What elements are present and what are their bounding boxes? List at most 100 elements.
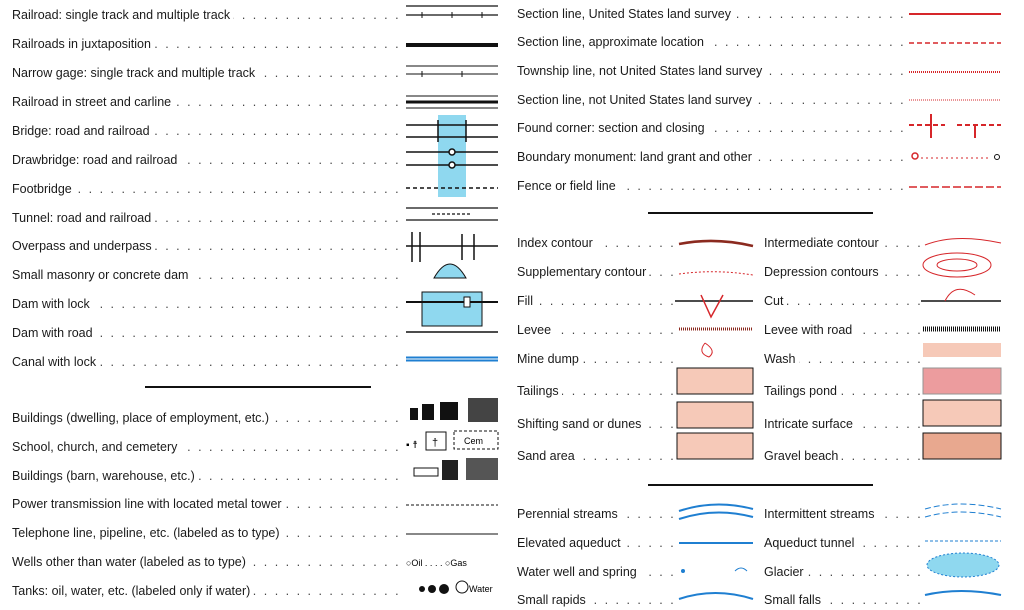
- legend-row: . . . . . . . . . . . . . . . . . . . . …: [517, 504, 677, 524]
- legend-label: Fill: [517, 294, 536, 308]
- legend-label: Small falls: [764, 593, 824, 607]
- legend-label: Wash: [764, 352, 799, 366]
- legend-row: . . . . . . . . . . . . . . . . . . . . …: [517, 118, 905, 138]
- svg-text:▪ ☨: ▪ ☨: [406, 440, 418, 451]
- legend-label: Sand area: [517, 449, 578, 463]
- svg-text:○Oil . . . . ○Gas: ○Oil . . . . ○Gas: [406, 558, 467, 568]
- legend-row: . . . . . . . . . . . . . . . . . . . . …: [764, 291, 922, 311]
- legend-label: Water well and spring: [517, 565, 640, 579]
- divider-right-top: [648, 212, 873, 214]
- legend-row: . . . . . . . . . . . . . . . . . . . . …: [12, 63, 404, 83]
- legend-row: . . . . . . . . . . . . . . . . . . . . …: [12, 323, 404, 343]
- legend-row: . . . . . . . . . . . . . . . . . . . . …: [517, 4, 905, 24]
- legend-label: Overpass and underpass: [12, 239, 155, 253]
- legend-row: . . . . . . . . . . . . . . . . . . . . …: [517, 590, 677, 610]
- legend-label: Section line, United States land survey: [517, 7, 735, 21]
- legend-row: . . . . . . . . . . . . . . . . . . . . …: [12, 437, 404, 457]
- legend-row: . . . . . . . . . . . . . . . . . . . . …: [12, 523, 404, 543]
- legend-label: Tailings pond: [764, 384, 840, 398]
- legend-row: . . . . . . . . . . . . . . . . . . . . …: [517, 176, 905, 196]
- legend-row: . . . . . . . . . . . . . . . . . . . . …: [12, 466, 404, 486]
- legend-label: Railroads in juxtaposition: [12, 37, 154, 51]
- legend-row: . . . . . . . . . . . . . . . . . . . . …: [517, 381, 677, 401]
- leader-dots: . . . . . . . . . . . . . . . . . . . . …: [517, 294, 677, 308]
- legend-label: Canal with lock: [12, 355, 100, 369]
- legend-row: . . . . . . . . . . . . . . . . . . . . …: [764, 233, 922, 253]
- legend-label: Drawbridge: road and railroad: [12, 153, 181, 167]
- legend-label: Section line, not United States land sur…: [517, 93, 755, 107]
- divider-left: [145, 386, 371, 388]
- legend-row: . . . . . . . . . . . . . . . . . . . . …: [517, 262, 677, 282]
- legend-row: . . . . . . . . . . . . . . . . . . . . …: [517, 90, 905, 110]
- legend-label: Telephone line, pipeline, etc. (labeled …: [12, 526, 283, 540]
- legend-label: Railroad: single track and multiple trac…: [12, 8, 234, 22]
- legend-label: Buildings (barn, warehouse, etc.): [12, 469, 198, 483]
- legend-label: Index contour: [517, 236, 596, 250]
- legend-label: Power transmission line with located met…: [12, 497, 285, 511]
- legend-row: . . . . . . . . . . . . . . . . . . . . …: [12, 265, 404, 285]
- leader-dots: . . . . . . . . . . . . . . . . . . . . …: [12, 326, 404, 340]
- legend-row: . . . . . . . . . . . . . . . . . . . . …: [764, 381, 922, 401]
- legend-label: Tanks: oil, water, etc. (labeled only if…: [12, 584, 254, 598]
- legend-label: Tunnel: road and railroad: [12, 211, 155, 225]
- legend-row: . . . . . . . . . . . . . . . . . . . . …: [12, 179, 404, 199]
- legend-label: School, church, and cemetery: [12, 440, 181, 454]
- legend-row: . . . . . . . . . . . . . . . . . . . . …: [517, 562, 677, 582]
- legend-row: . . . . . . . . . . . . . . . . . . . . …: [12, 34, 404, 54]
- water-symbols: [678, 503, 1002, 600]
- legend-label: Tailings: [517, 384, 562, 398]
- legend-label: Shifting sand or dunes: [517, 417, 645, 431]
- legend-row: . . . . . . . . . . . . . . . . . . . . …: [517, 147, 905, 167]
- legend-row: . . . . . . . . . . . . . . . . . . . . …: [12, 5, 404, 25]
- legend-label: Found corner: section and closing: [517, 121, 708, 135]
- legend-row: . . . . . . . . . . . . . . . . . . . . …: [517, 61, 905, 81]
- legend-row: . . . . . . . . . . . . . . . . . . . . …: [517, 32, 905, 52]
- svg-text:Water: Water: [469, 584, 493, 594]
- legend-row: . . . . . . . . . . . . . . . . . . . . …: [12, 208, 404, 228]
- legend-label: Fence or field line: [517, 179, 619, 193]
- legend-label: Small rapids: [517, 593, 589, 607]
- legend-label: Perennial streams: [517, 507, 621, 521]
- legend-row: . . . . . . . . . . . . . . . . . . . . …: [517, 414, 677, 434]
- legend-label: Footbridge: [12, 182, 75, 196]
- legend-label: Intermediate contour: [764, 236, 882, 250]
- legend-label: Levee with road: [764, 323, 856, 337]
- legend-row: . . . . . . . . . . . . . . . . . . . . …: [764, 533, 922, 553]
- legend-label: Supplementary contour: [517, 265, 650, 279]
- left-symbols: ▪ ☨ † Cem ○Oil . . . . ○Gas Water: [406, 5, 499, 594]
- railroad-street-symbol: [406, 95, 498, 109]
- svg-text:†: †: [432, 437, 438, 449]
- legend-label: Buildings (dwelling, place of employment…: [12, 411, 273, 425]
- legend-row: . . . . . . . . . . . . . . . . . . . . …: [764, 320, 922, 340]
- legend-label: Bridge: road and railroad: [12, 124, 153, 138]
- legend-row: . . . . . . . . . . . . . . . . . . . . …: [517, 233, 677, 253]
- legend-label: Section line, approximate location: [517, 35, 707, 49]
- legend-row: . . . . . . . . . . . . . . . . . . . . …: [517, 446, 677, 466]
- legend-label: Intricate surface: [764, 417, 856, 431]
- leader-dots: . . . . . . . . . . . . . . . . . . . . …: [12, 355, 404, 369]
- legend-row: . . . . . . . . . . . . . . . . . . . . …: [12, 352, 404, 372]
- legend-row: . . . . . . . . . . . . . . . . . . . . …: [12, 92, 404, 112]
- legend-row: . . . . . . . . . . . . . . . . . . . . …: [12, 408, 404, 428]
- dam-symbol: [433, 263, 467, 279]
- right-top-symbols: [909, 13, 1001, 188]
- legend-row: . . . . . . . . . . . . . . . . . . . . …: [517, 291, 677, 311]
- legend-label: Depression contours: [764, 265, 882, 279]
- leader-dots: . . . . . . . . . . . . . . . . . . . . …: [12, 182, 404, 196]
- leader-dots: . . . . . . . . . . . . . . . . . . . . …: [517, 323, 677, 337]
- legend-label: Aqueduct tunnel: [764, 536, 858, 550]
- legend-row: . . . . . . . . . . . . . . . . . . . . …: [764, 414, 922, 434]
- legend-label: Dam with road: [12, 326, 96, 340]
- legend-row: . . . . . . . . . . . . . . . . . . . . …: [12, 294, 404, 314]
- leader-dots: . . . . . . . . . . . . . . . . . . . . …: [764, 352, 922, 366]
- narrow-gage-symbol: [406, 65, 498, 77]
- legend-row: . . . . . . . . . . . . . . . . . . . . …: [764, 562, 922, 582]
- legend-label: Railroad in street and carline: [12, 95, 175, 109]
- legend-row: . . . . . . . . . . . . . . . . . . . . …: [764, 262, 922, 282]
- leader-dots: . . . . . . . . . . . . . . . . . . . . …: [12, 297, 404, 311]
- legend-row: . . . . . . . . . . . . . . . . . . . . …: [517, 349, 677, 369]
- legend-label: Levee: [517, 323, 555, 337]
- legend-label: Township line, not United States land su…: [517, 64, 766, 78]
- legend-row: . . . . . . . . . . . . . . . . . . . . …: [12, 121, 404, 141]
- legend-label: Cut: [764, 294, 787, 308]
